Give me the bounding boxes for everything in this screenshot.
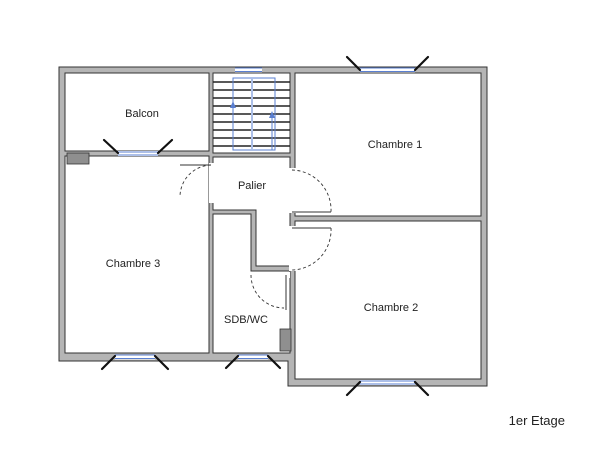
door-chambre-1 [289, 168, 332, 213]
door-sdb-wc [250, 272, 290, 310]
arrow-up-icon [230, 101, 236, 108]
room-chambre-1 [294, 72, 482, 217]
arrow-up-icon [269, 111, 275, 118]
room-palier [212, 156, 291, 267]
label-sdb-wc: SDB/WC [224, 314, 268, 326]
window-top-chambre-1 [345, 55, 430, 73]
room-balcon [64, 72, 210, 152]
label-palier: Palier [238, 180, 266, 192]
window-bottom-chambre-2 [345, 380, 430, 397]
vent-sdb [279, 328, 292, 352]
room-chambre-3 [64, 155, 210, 354]
window-bottom-sdb [224, 354, 282, 370]
label-chambre-3: Chambre 3 [106, 258, 160, 270]
label-chambre-1: Chambre 1 [368, 139, 422, 151]
window-top-stair [235, 67, 262, 73]
label-balcon: Balcon [125, 108, 159, 120]
door-chambre-2 [289, 226, 332, 271]
label-chambre-2: Chambre 2 [364, 302, 418, 314]
vent-chambre-3 [66, 152, 90, 165]
staircase [213, 77, 290, 151]
level-label: 1er Etage [509, 413, 565, 428]
room-chambre-2 [294, 220, 482, 380]
door-chambre-3 [179, 163, 214, 203]
window-balcon-door [102, 138, 174, 156]
window-bottom-chambre-3 [100, 354, 170, 371]
